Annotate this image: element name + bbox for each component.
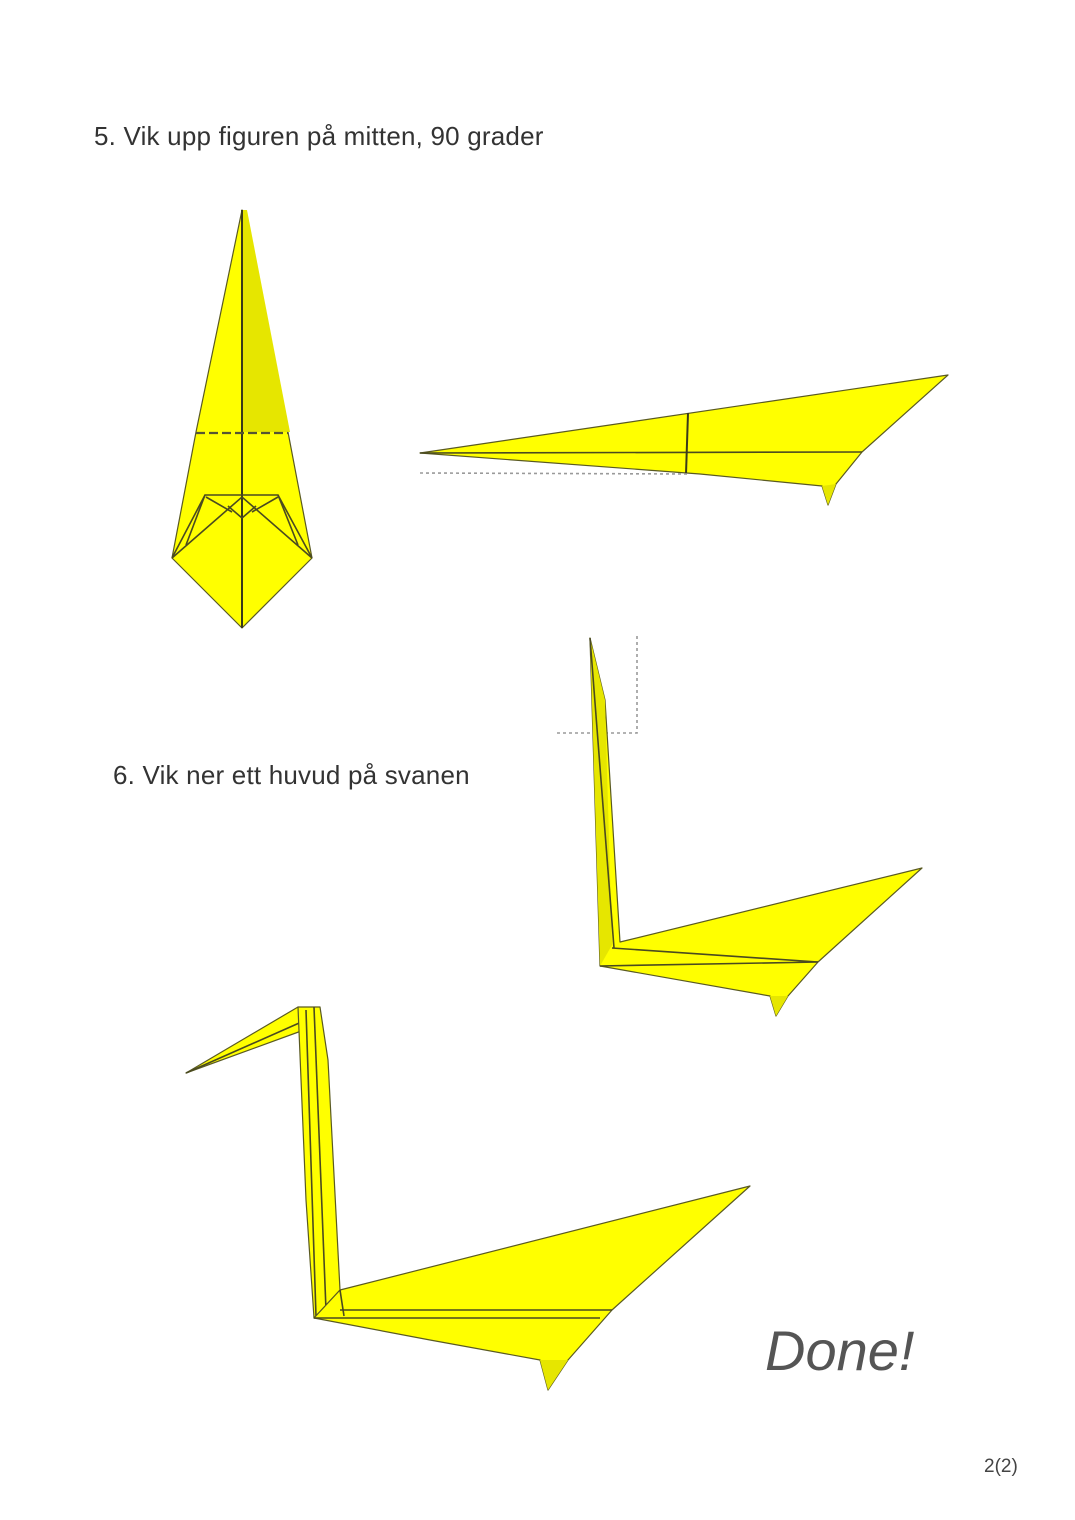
- swan-neck-up-diagram: [556, 636, 923, 1017]
- step-5-instruction: 5. Vik upp figuren på mitten, 90 grader: [94, 121, 544, 151]
- kite-fold-diagram: [171, 209, 313, 629]
- folded-side-view-diagram: [419, 374, 949, 506]
- page-number: 2(2): [984, 1456, 1018, 1477]
- step-6-instruction: 6. Vik ner ett huvud på svanen: [113, 760, 470, 790]
- finished-swan-diagram: [185, 1006, 751, 1391]
- done-label: Done!: [765, 1319, 915, 1382]
